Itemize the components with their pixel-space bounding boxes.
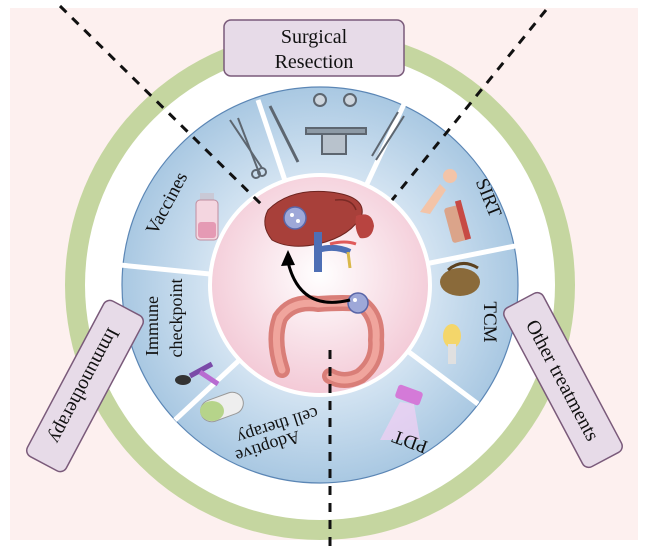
sirt-icon (420, 169, 472, 243)
cell-pill-icon (200, 391, 244, 423)
label-immune: Immune (142, 296, 162, 356)
vessels-icon (314, 232, 357, 272)
surgical-resection-box: Surgical Resection (223, 19, 405, 77)
kidney-icon (355, 214, 374, 239)
vaccine-vial-icon (195, 193, 219, 241)
metastasis-arrow (286, 261, 351, 304)
pdt-light-icon (380, 384, 423, 440)
surgical-title-line2: Resection (275, 51, 354, 73)
surgical-instruments-icon (229, 93, 405, 179)
tumor-icon (347, 292, 369, 314)
dashed-dividers (58, 4, 548, 546)
arrow-head (281, 250, 295, 266)
herbs-icon (440, 262, 480, 364)
label-tcm: TCM (479, 301, 500, 342)
checkpoint-icon (175, 361, 220, 387)
surgical-title-line1: Surgical (281, 26, 348, 48)
liver-icon (264, 190, 363, 247)
label-checkpoint: checkpoint (166, 279, 186, 358)
